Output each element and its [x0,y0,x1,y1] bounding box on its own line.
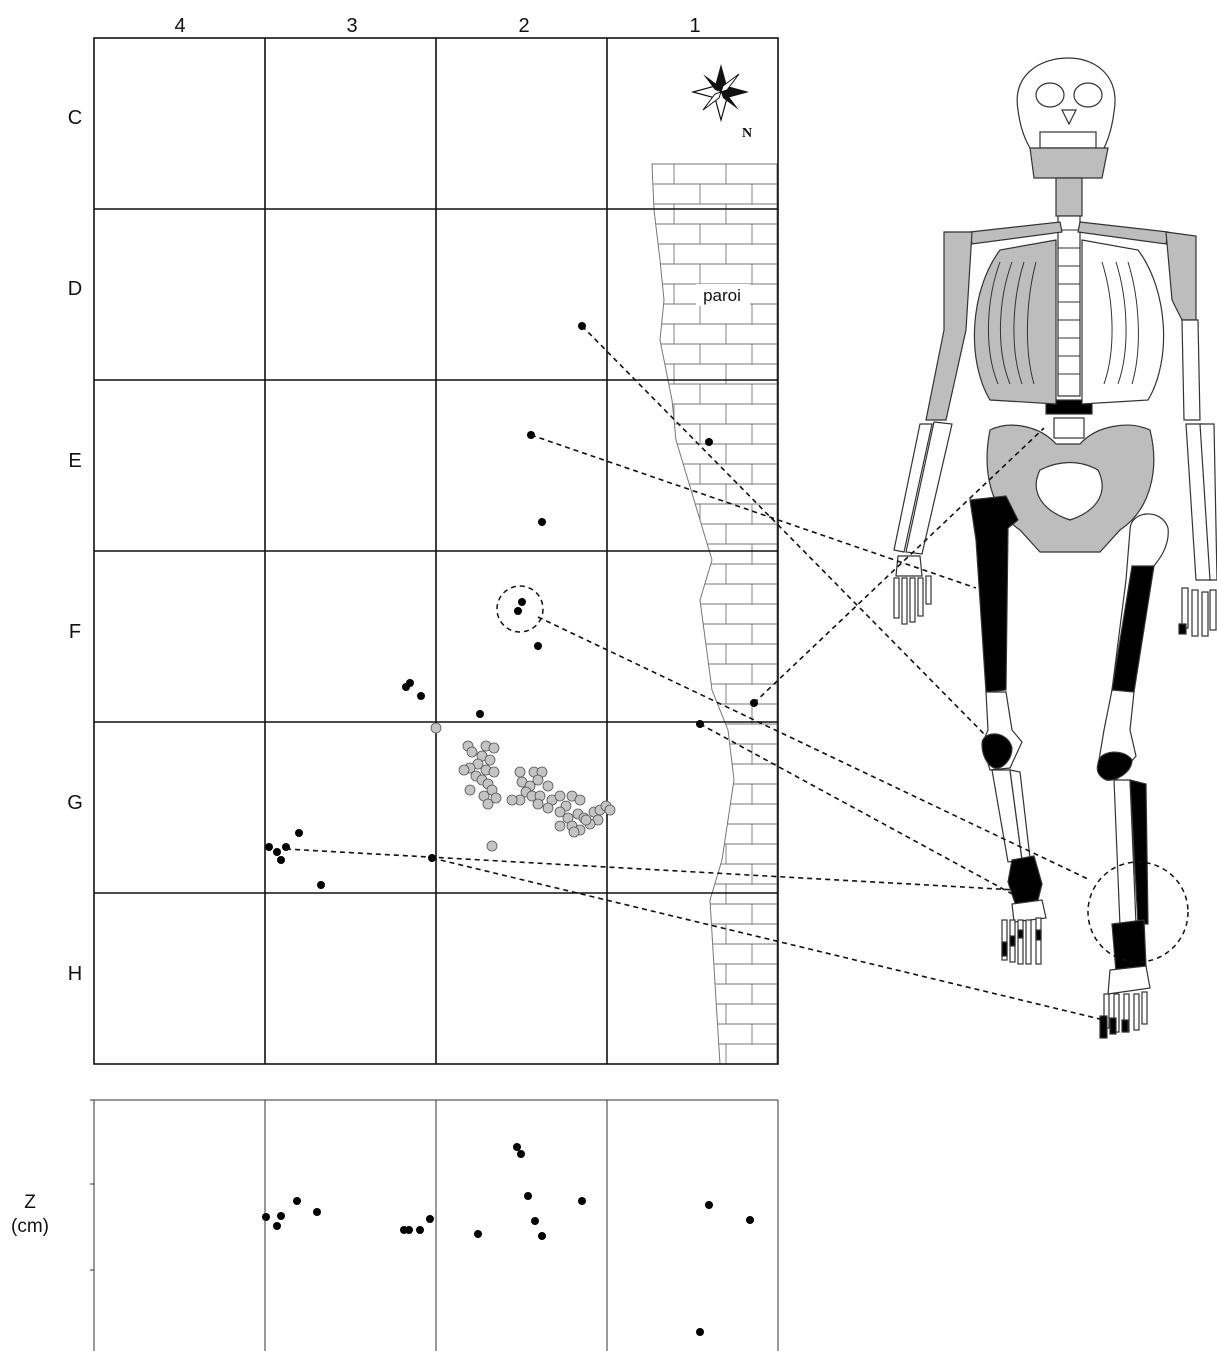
find-point [476,710,484,718]
find-point [467,747,477,757]
section-point [416,1226,424,1234]
section-point [513,1143,521,1151]
find-point [489,743,499,753]
find-point [605,805,615,815]
row-label-H: H [68,963,82,985]
row-label-E: E [68,450,81,472]
find-point [538,518,546,526]
find-point [317,881,325,889]
find-point [265,843,273,851]
column-label-3: 3 [346,15,357,37]
find-point [277,856,285,864]
find-point [431,723,441,733]
section-point [474,1230,482,1238]
find-point [489,767,499,777]
find-point [459,765,469,775]
section-point [426,1215,434,1223]
section-point [262,1213,270,1221]
section-point [531,1217,539,1225]
section-point [517,1150,525,1158]
section-point [273,1222,281,1230]
wall-label: paroi [703,286,741,305]
row-label-C: C [68,107,82,129]
find-point [515,767,525,777]
compass-rose-icon: N [693,64,752,141]
find-point [518,598,526,606]
section-point-set [262,1143,754,1336]
row-label-D: D [68,278,82,300]
column-label-2: 2 [518,15,529,37]
find-point [507,795,517,805]
section-point [293,1197,301,1205]
find-point [555,791,565,801]
section-point [705,1201,713,1209]
row-label-G: G [67,792,83,814]
section-point [746,1216,754,1224]
section-point [538,1232,546,1240]
section-point [696,1328,704,1336]
find-point [295,829,303,837]
plan-view: 4 3 2 1 C D E F G H paroi [67,15,780,1064]
find-point [417,692,425,700]
column-label-4: 4 [174,15,185,37]
section-z-unit: (cm) [11,1216,49,1237]
find-point [705,438,713,446]
section-z-label: Z [24,1192,36,1213]
find-point [487,841,497,851]
find-point [555,821,565,831]
find-point [491,793,501,803]
north-label: N [742,126,752,141]
find-point [575,795,585,805]
find-point [543,781,553,791]
column-label-1: 1 [689,15,700,37]
cave-wall: paroi [640,164,780,1064]
section-point [313,1208,321,1216]
section-point [405,1226,413,1234]
find-point [514,607,522,615]
find-point [465,785,475,795]
find-point [569,827,579,837]
gray-point-cluster [431,723,615,851]
row-label-F: F [69,621,81,643]
find-point [402,683,410,691]
section-point [578,1197,586,1205]
find-point [533,775,543,785]
find-point [534,642,542,650]
section-point [277,1212,285,1220]
find-point [485,755,495,765]
skeleton-figure [894,58,1217,1038]
find-point [533,799,543,809]
find-point [543,803,553,813]
find-point [273,848,281,856]
section-point [524,1192,532,1200]
section-view: Z (cm) [11,1100,778,1351]
find-point [581,815,591,825]
